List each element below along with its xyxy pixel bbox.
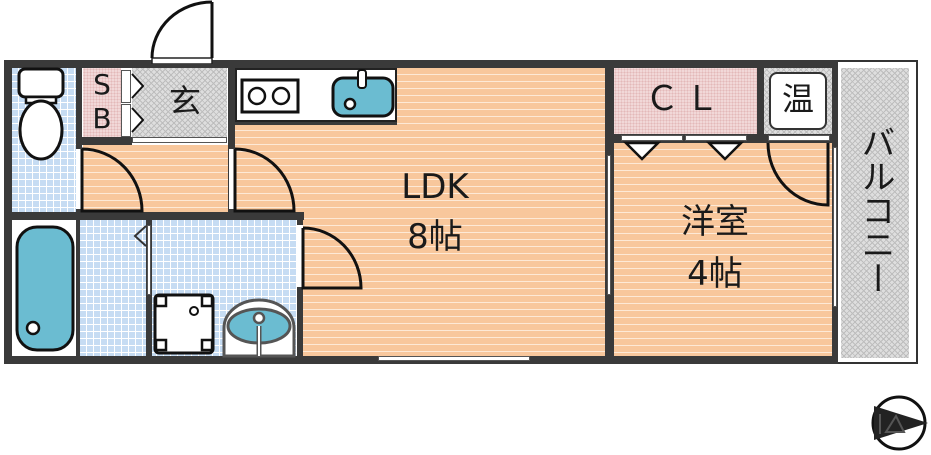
kitchen-sink-icon[interactable]: [330, 68, 396, 120]
sb-door-bottom: [121, 104, 131, 137]
wash-basin-icon: [222, 298, 296, 358]
wash-door-icon[interactable]: [228, 145, 300, 213]
water-heater-label: 温: [781, 80, 814, 118]
stove-icon[interactable]: [240, 78, 300, 116]
balcony-area: [841, 68, 909, 358]
water-heater-box: [769, 72, 827, 130]
closet-door-indicator-icon: [622, 141, 745, 161]
closet-area: [614, 68, 757, 134]
wash-door-indicator-icon: [133, 225, 147, 247]
wall-sb-bottom: [76, 137, 132, 145]
wall-bath-right: [76, 220, 80, 356]
north-arrow-icon: [871, 395, 928, 451]
wall-mid-horizontal: [4, 212, 304, 220]
front-door-icon[interactable]: [148, 0, 218, 64]
heater-door: [768, 135, 830, 141]
balcony-label: バルコニー: [855, 125, 895, 295]
washing-machine-icon: [153, 293, 215, 355]
western-room-size-label: 4帖: [687, 254, 743, 294]
closet-label: ＣＬ: [645, 79, 725, 119]
wash-sliding-door: [147, 225, 151, 295]
window-bottom-ldk: [378, 356, 530, 361]
entrance-area: [132, 68, 227, 137]
sb-door-top: [121, 70, 131, 103]
wall-kitchen-bottom: [235, 120, 397, 125]
shoe-box-label-b: B: [92, 102, 112, 135]
window-balcony-room: [833, 147, 837, 307]
window-balcony-ldk: [607, 155, 611, 295]
ldk-name-label: LDK: [401, 167, 469, 207]
shoe-box: [83, 68, 121, 137]
entrance-step: [132, 137, 227, 143]
wall-entrance-right: [228, 68, 235, 216]
closet-door-right: [685, 135, 747, 141]
western-room: [614, 143, 832, 356]
wall-heater-left: [757, 68, 764, 134]
room-door-icon[interactable]: [766, 141, 834, 209]
bathtub-icon: [15, 225, 75, 352]
sb-door-indicator-icon: [131, 73, 145, 133]
shoe-box-label-s: S: [93, 68, 111, 101]
ldk-size-label: 8帖: [407, 217, 463, 257]
entrance-label: 玄: [168, 82, 201, 120]
ldk-door-icon[interactable]: [297, 222, 369, 290]
wall-top: [4, 60, 836, 68]
closet-door-left: [621, 135, 683, 141]
western-room-name-label: 洋室: [681, 202, 749, 242]
toilet-icon: [17, 67, 65, 161]
ldk-lower: [303, 212, 605, 356]
toilet-door-icon[interactable]: [76, 145, 148, 213]
